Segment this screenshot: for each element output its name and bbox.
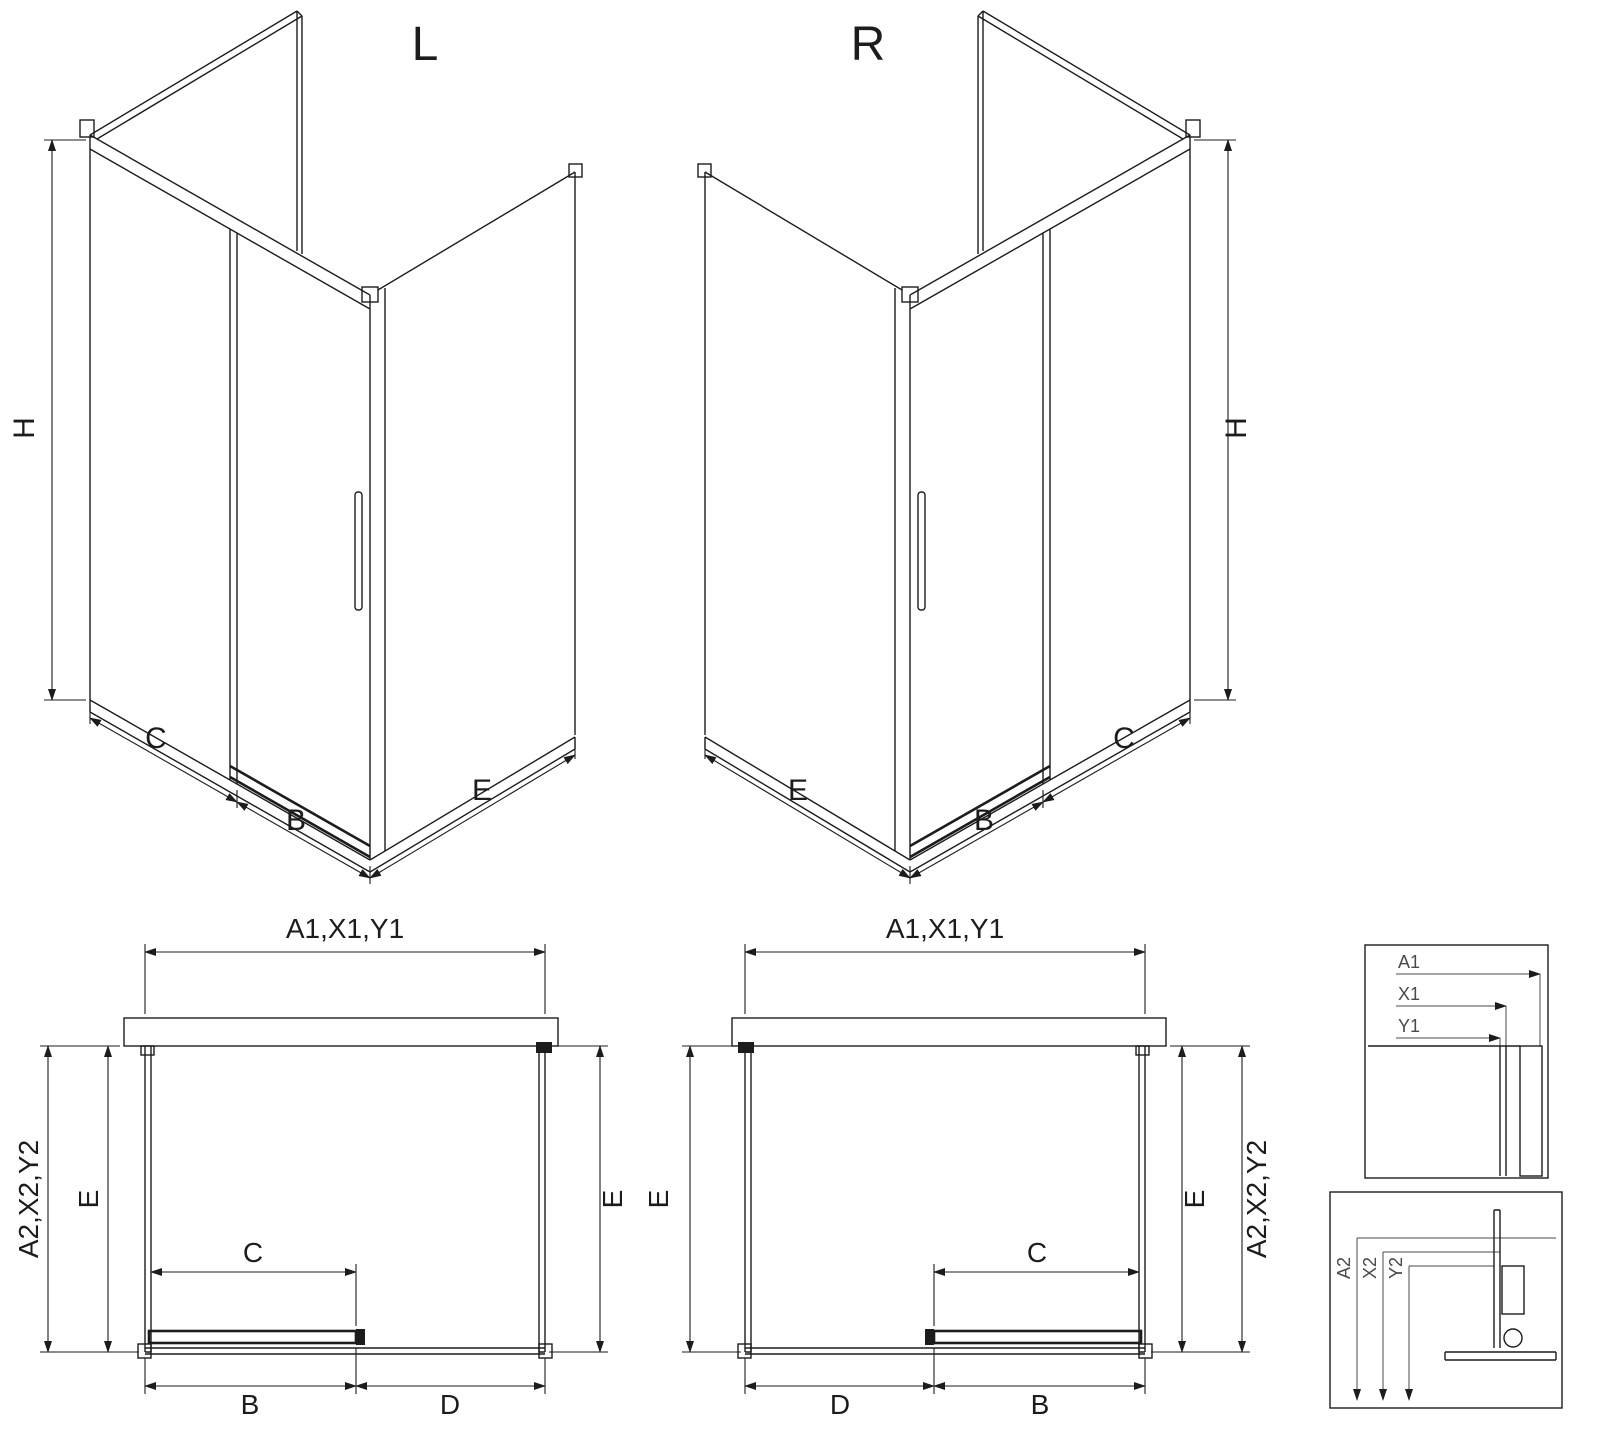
plan-left-e-left: E: [73, 1190, 104, 1209]
dim-label-h-left: H: [8, 417, 41, 439]
dim-label-h-right: H: [1220, 417, 1253, 439]
detail-bottom-section: A2 X2 Y2: [1329, 1191, 1563, 1409]
plan-right-side-label: A2,X2,Y2: [1241, 1140, 1272, 1258]
plan-left-d-label: D: [440, 1389, 460, 1420]
variant-label-left: L: [412, 18, 439, 71]
plan-right-b-label: B: [1031, 1389, 1050, 1420]
plan-right-top-label: A1,X1,Y1: [886, 913, 1004, 944]
dim-label-c-right: C: [1113, 722, 1135, 755]
iso-view-right-geometry: [698, 11, 1236, 884]
plan-left-top-label: A1,X1,Y1: [286, 913, 404, 944]
plan-right-d-label: D: [830, 1389, 850, 1420]
detail-y1-label: Y1: [1398, 1016, 1420, 1036]
plan-left-e-right: E: [597, 1190, 628, 1209]
dim-label-e-right: E: [788, 774, 808, 807]
plan-view-left-geometry: [40, 944, 608, 1394]
roller-bracket: [1501, 1265, 1525, 1315]
dim-label-c-left: C: [145, 722, 167, 755]
detail-x2-label: X2: [1360, 1257, 1380, 1279]
detail-a1-label: A1: [1398, 952, 1420, 972]
iso-view-left-geometry: [44, 11, 582, 884]
plan-right-e-left: E: [643, 1190, 674, 1209]
dim-label-b-left: B: [286, 804, 306, 837]
variant-label-right: R: [851, 18, 886, 71]
detail-a2-label: A2: [1334, 1257, 1354, 1279]
detail-x1-label: X1: [1398, 984, 1420, 1004]
plan-left-c-label: C: [243, 1237, 263, 1268]
plan-left-side-label: A2,X2,Y2: [13, 1140, 44, 1258]
plan-left-b-label: B: [241, 1389, 260, 1420]
detail-y2-label: Y2: [1386, 1257, 1406, 1279]
plan-right-e-right: E: [1179, 1190, 1210, 1209]
detail-top-wall: [1519, 1045, 1543, 1177]
dim-label-e-left: E: [472, 774, 492, 807]
dim-label-b-right: B: [974, 804, 994, 837]
plan-view-right-geometry: [682, 944, 1250, 1394]
roller-wheel: [1503, 1328, 1523, 1348]
detail-top-section: A1 X1 Y1: [1364, 944, 1549, 1179]
plan-right-c-label: C: [1027, 1237, 1047, 1268]
